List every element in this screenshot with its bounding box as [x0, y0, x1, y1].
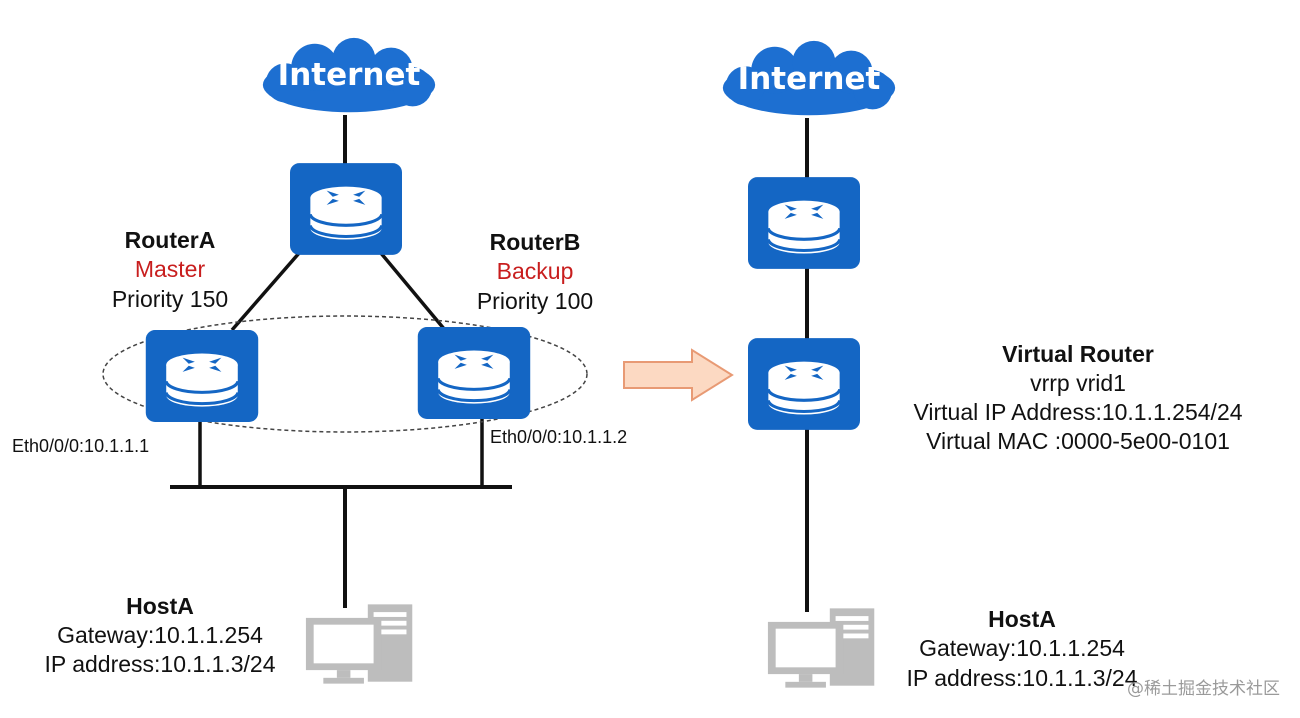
router-b-role: Backup [497, 258, 574, 284]
internet-label-left: Internet [278, 57, 421, 93]
host-a-icon-right [767, 608, 875, 688]
host-a-gateway-right: Gateway:10.1.1.254 [919, 635, 1125, 661]
host-a-name-right: HostA [988, 606, 1056, 632]
right-topology: Internet Virtual Router vrrp vrid1 Virtu… [722, 40, 1243, 691]
router-b-icon [417, 327, 531, 419]
router-b-name: RouterB [490, 229, 581, 255]
transition-arrow-icon [623, 348, 734, 402]
router-a-name: RouterA [125, 227, 216, 253]
router-a-icon [145, 330, 259, 422]
watermark: @稀土掘金技术社区 [1127, 679, 1280, 699]
host-a-ip-left: IP address:10.1.1.3/24 [44, 651, 275, 677]
host-a-gateway-left: Gateway:10.1.1.254 [57, 622, 263, 648]
router-a-priority: Priority 150 [112, 286, 228, 312]
router-a-role: Master [135, 256, 206, 282]
virtual-router-icon [748, 338, 860, 430]
virtual-router-vip: Virtual IP Address:10.1.1.254/24 [913, 399, 1242, 425]
core-router-icon-right [748, 177, 860, 269]
link-core-routera [230, 250, 302, 332]
vrrp-group-outline [102, 315, 588, 433]
host-a-icon-left [305, 604, 413, 684]
router-b-interface: Eth0/0/0:10.1.1.2 [490, 427, 627, 447]
link-core-routerb [378, 250, 447, 332]
router-a-interface: Eth0/0/0:10.1.1.1 [12, 436, 149, 456]
virtual-router-name: Virtual Router [1002, 341, 1154, 367]
left-topology: Internet RouterA Master Priority 150 Eth… [12, 37, 627, 684]
router-b-priority: Priority 100 [477, 288, 593, 314]
virtual-router-vrid: vrrp vrid1 [1030, 370, 1126, 396]
host-a-ip-right: IP address:10.1.1.3/24 [906, 665, 1137, 691]
host-a-name-left: HostA [126, 593, 194, 619]
internet-label-right: Internet [738, 61, 881, 97]
virtual-router-vmac: Virtual MAC :0000-5e00-0101 [926, 428, 1230, 454]
core-router-icon [290, 163, 402, 255]
